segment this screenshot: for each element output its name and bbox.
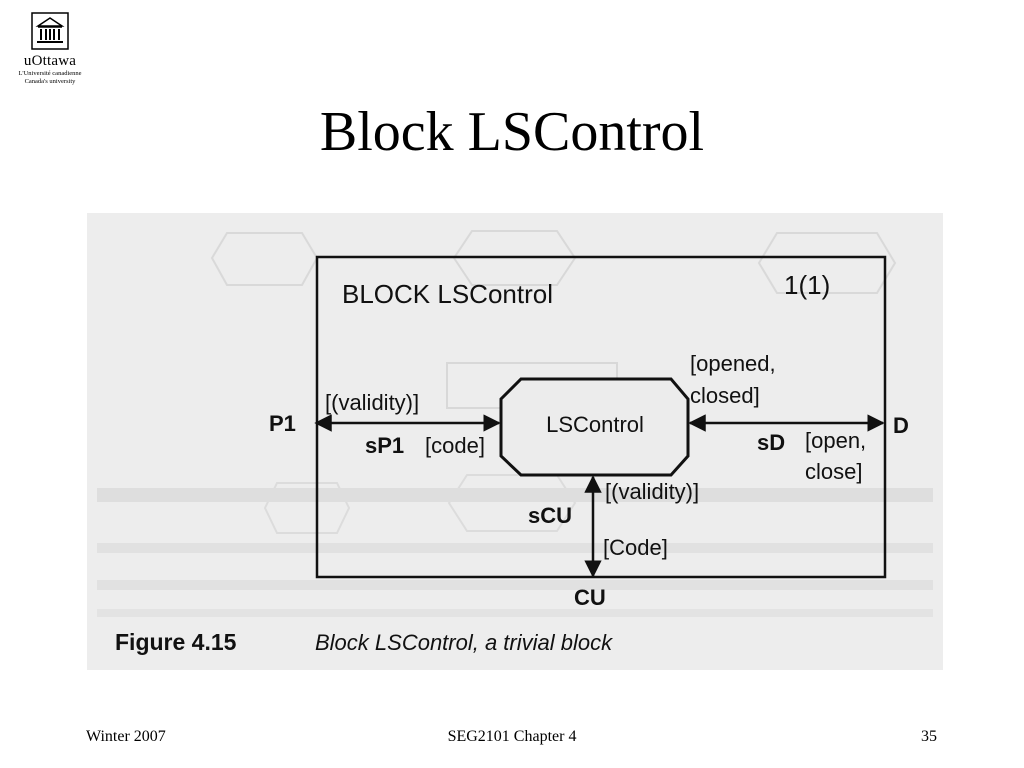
sdl-block-diagram: BLOCK LSControl 1(1) LSControl P1 [(vali… bbox=[97, 230, 933, 655]
footer-course: SEG2101 Chapter 4 bbox=[447, 728, 577, 745]
signal-list-cu-up: [(validity)] bbox=[605, 479, 699, 504]
slide-title: Block LSControl bbox=[319, 101, 705, 163]
logo-subtitle-1: L'Université canadienne bbox=[18, 70, 82, 77]
process-symbol bbox=[499, 377, 690, 477]
gate-cu: CU bbox=[574, 585, 606, 610]
signal-list-p1-in: [(validity)] bbox=[325, 390, 419, 415]
gate-p1: P1 bbox=[269, 411, 296, 436]
block-label: BLOCK LSControl bbox=[342, 279, 553, 309]
uottawa-logo: uOttawa L'Université canadienne Canada's… bbox=[10, 12, 90, 86]
university-building-icon bbox=[31, 12, 69, 50]
scanned-figure: BLOCK LSControl 1(1) LSControl P1 [(vali… bbox=[87, 213, 943, 670]
signal-list-p1-out: [code] bbox=[425, 433, 485, 458]
signal-list-d-out-2: close] bbox=[805, 459, 862, 484]
channel-scu-label: sCU bbox=[528, 503, 572, 528]
gate-d: D bbox=[893, 413, 909, 438]
figure-caption-text: Block LSControl, a trivial block bbox=[315, 630, 613, 655]
signal-list-d-out-1: [open, bbox=[805, 428, 866, 453]
logo-name: uOttawa bbox=[23, 53, 77, 69]
figure-caption-number: Figure 4.15 bbox=[115, 629, 237, 655]
signal-list-cu-down: [Code] bbox=[603, 535, 668, 560]
footer-date: Winter 2007 bbox=[86, 728, 166, 745]
channel-sp1-label: sP1 bbox=[365, 433, 404, 458]
channel-sd-label: sD bbox=[757, 430, 785, 455]
page-label: 1(1) bbox=[784, 270, 830, 300]
footer-page-number: 35 bbox=[921, 728, 937, 745]
process-name: LSControl bbox=[546, 412, 644, 437]
signal-list-d-in-1: [opened, bbox=[690, 351, 776, 376]
signal-list-d-in-2: closed] bbox=[690, 383, 760, 408]
logo-subtitle-2: Canada's university bbox=[24, 78, 76, 85]
